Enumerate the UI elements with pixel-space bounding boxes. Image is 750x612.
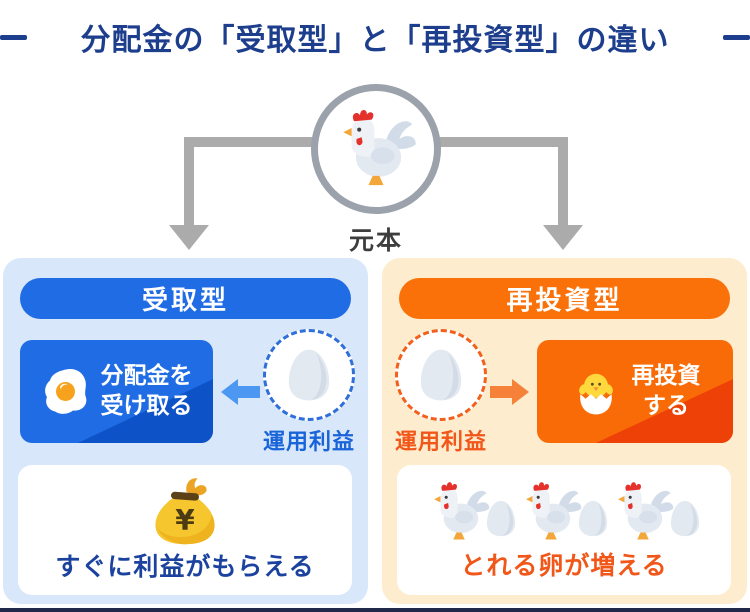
hen-flock-row [427, 478, 701, 544]
arrow-head [512, 379, 529, 405]
principal-label: 元本 [348, 226, 403, 255]
reinvest-result-box: とれる卵が増える [397, 465, 731, 595]
profit-egg-circle-left [263, 329, 355, 421]
hen-icon [434, 482, 490, 540]
bottom-accent-strip [0, 608, 750, 612]
hen-icon [618, 482, 674, 540]
panel-reinvest-type: 再投資型 運用利益 [382, 258, 747, 604]
receive-result-box: ¥ すぐに利益がもらえる [18, 465, 352, 595]
reinvest-label: 再投資 する [632, 362, 701, 422]
yen-symbol: ¥ [175, 504, 195, 537]
panel-receive-type: 受取型 分配金を 受け取る 運用利益 [3, 258, 368, 604]
reinvest-result-text: とれる卵が増える [460, 551, 668, 580]
hen-and-egg-group [519, 480, 609, 544]
egg-icon [486, 500, 516, 537]
chick-hatching-icon [570, 366, 622, 418]
title-left-dash [0, 34, 27, 40]
hen-icon [334, 107, 418, 191]
reinvest-type-header: 再投資型 [399, 278, 730, 319]
reinvest-line2: する [643, 392, 689, 419]
arrow-shaft [236, 386, 260, 398]
page-title-row: 分配金の「受取型」と「再投資型」の違い [0, 14, 750, 60]
page-title: 分配金の「受取型」と「再投資型」の違い [80, 23, 670, 58]
profit-egg-circle-right [395, 329, 487, 421]
right-branch-arrow-vertical [558, 137, 568, 227]
title-right-dash [723, 34, 750, 40]
left-branch-arrow-horizontal [184, 137, 312, 147]
fried-egg-icon [41, 367, 91, 417]
egg-icon [286, 347, 332, 403]
money-bag-icon: ¥ [148, 477, 222, 545]
principal-circle [311, 84, 441, 214]
receive-dividend-line1: 分配金を [100, 362, 193, 389]
receive-dividend-box: 分配金を 受け取る [20, 340, 213, 443]
right-branch-arrow-horizontal [440, 137, 568, 147]
arrow-shaft [490, 386, 514, 398]
hen-and-egg-group [427, 480, 517, 544]
receive-type-header: 受取型 [20, 278, 351, 319]
left-branch-arrowhead-icon [169, 225, 209, 250]
reinvest-box: 再投資 する [537, 340, 733, 443]
right-branch-arrowhead-icon [543, 225, 583, 250]
hen-icon [526, 482, 582, 540]
reinvest-line1: 再投資 [631, 362, 701, 389]
egg-icon [670, 500, 700, 537]
arrow-head [221, 379, 238, 405]
left-branch-arrow-vertical [184, 137, 194, 227]
receive-dividend-label: 分配金を 受け取る [101, 362, 193, 422]
profit-to-reinvest-arrow-icon [489, 379, 529, 405]
profit-to-receive-arrow-icon [221, 379, 261, 405]
egg-icon [578, 500, 608, 537]
receive-result-text: すぐに利益がもらえる [55, 552, 315, 581]
hen-and-egg-group [611, 480, 701, 544]
receive-dividend-line2: 受け取る [100, 392, 193, 419]
profit-label-right: 運用利益 [394, 430, 487, 455]
profit-label-left: 運用利益 [262, 430, 355, 455]
egg-icon [418, 347, 464, 403]
